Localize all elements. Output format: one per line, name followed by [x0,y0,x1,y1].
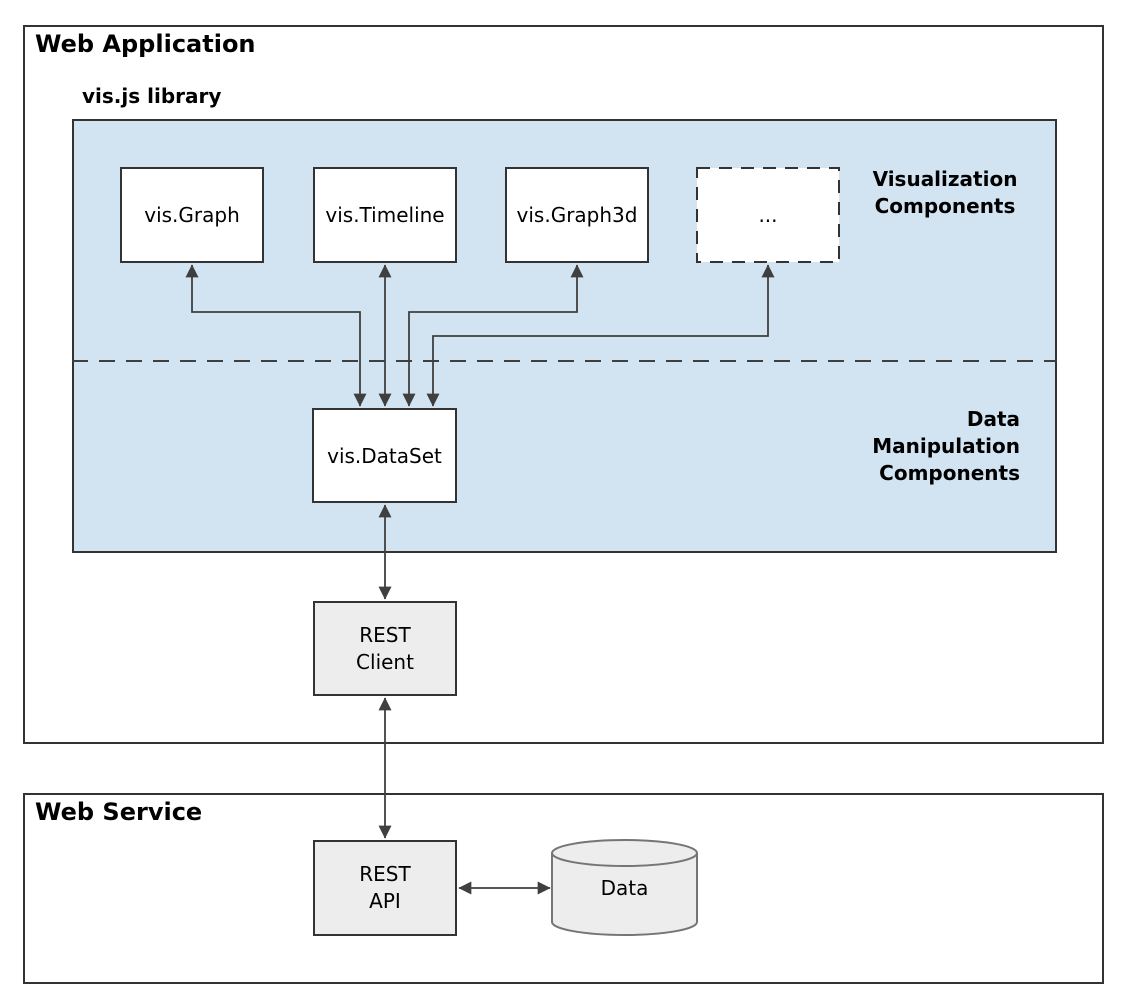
vis-graph-label: vis.Graph [144,203,240,227]
more-components-box: ... [696,167,840,263]
vis-dataset-label: vis.DataSet [327,443,442,468]
vis-timeline-label: vis.Timeline [325,203,445,227]
data-store-label: Data [600,876,649,900]
visualization-components-label: Visualization Components [872,167,1018,218]
vis-timeline-box: vis.Timeline [313,167,457,263]
rest-api-label: REST API [359,862,411,913]
vis-graph3d-label: vis.Graph3d [516,203,638,227]
rest-api-box: REST API [313,840,457,936]
visjs-library-title: vis.js library [82,84,222,108]
data-manipulation-components-label: Data Manipulation Components [872,407,1020,485]
vis-graph3d-box: vis.Graph3d [505,167,649,263]
web-service-box [23,793,1104,984]
rest-client-box: REST Client [313,601,457,696]
web-service-title: Web Service [35,798,203,826]
rest-client-label: REST Client [356,622,414,674]
more-components-label: ... [758,203,778,227]
data-store-box: Data [552,846,697,930]
vis-dataset-box: vis.DataSet [312,408,457,503]
vis-graph-box: vis.Graph [120,167,264,263]
web-application-title: Web Application [35,30,256,58]
web-application-box [23,25,1104,744]
